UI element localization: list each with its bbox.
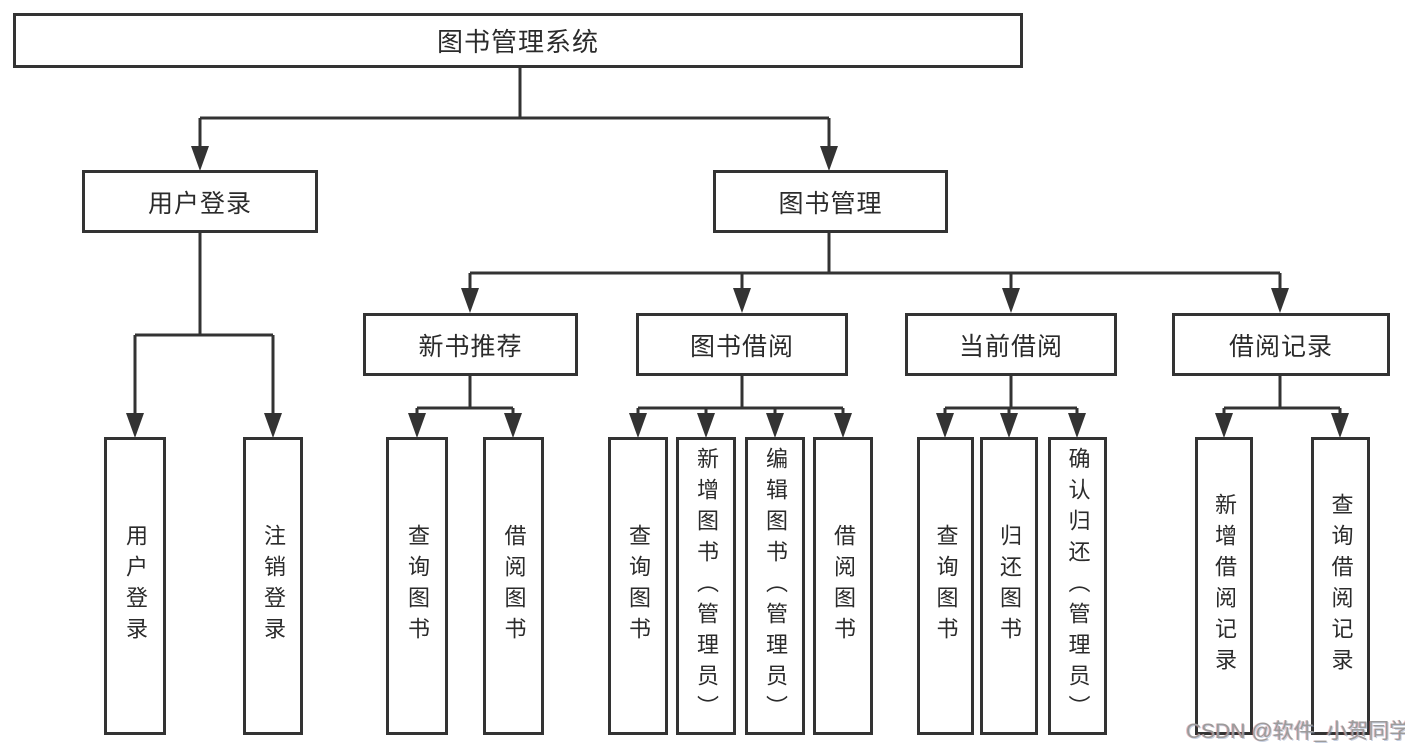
node-current-borrow-label: 当前借阅 <box>958 332 1063 361</box>
node-root-label: 图书管理系统 <box>436 27 599 57</box>
leaf-edit-books-admin-label: 编辑图书（管理员） <box>763 446 788 726</box>
node-new-book-recommend: 新书推荐 <box>363 313 578 376</box>
csdn-watermark: CSDN @软件_小贺同学 <box>1186 720 1405 743</box>
node-book-borrow: 图书借阅 <box>636 313 848 376</box>
leaf-logout-label: 注销登录 <box>261 524 286 648</box>
node-new-book-recommend-label: 新书推荐 <box>418 332 523 361</box>
leaf-user-login-label: 用户登录 <box>123 524 148 648</box>
leaf-edit-books-admin: 编辑图书（管理员） <box>745 437 805 735</box>
leaf-query-books-current: 查询图书 <box>917 437 974 735</box>
leaf-confirm-return-admin-label: 确认归还（管理员） <box>1065 446 1091 726</box>
leaf-query-books-borrow-label: 查询图书 <box>626 524 651 648</box>
leaf-query-books-current-label: 查询图书 <box>933 524 959 648</box>
leaf-logout: 注销登录 <box>243 437 303 735</box>
leaf-query-borrow-record: 查询借阅记录 <box>1311 437 1370 735</box>
leaf-query-books-borrow: 查询图书 <box>608 437 668 735</box>
leaf-return-books: 归还图书 <box>980 437 1038 735</box>
leaf-add-borrow-record: 新增借阅记录 <box>1195 437 1253 735</box>
node-borrow-records: 借阅记录 <box>1172 313 1390 376</box>
leaf-add-books-admin: 新增图书（管理员） <box>676 437 736 735</box>
node-book-management-label: 图书管理 <box>778 189 883 218</box>
leaf-borrow-books-recommend-label: 借阅图书 <box>501 524 527 648</box>
leaf-borrow-books-label: 借阅图书 <box>831 524 856 648</box>
leaf-add-borrow-record-label: 新增借阅记录 <box>1212 493 1237 679</box>
leaf-query-books-recommend: 查询图书 <box>386 437 448 735</box>
node-borrow-records-label: 借阅记录 <box>1228 332 1333 361</box>
leaf-confirm-return-admin: 确认归还（管理员） <box>1048 437 1107 735</box>
leaf-borrow-books-recommend: 借阅图书 <box>483 437 544 735</box>
node-book-borrow-label: 图书借阅 <box>689 332 794 361</box>
node-book-management: 图书管理 <box>713 170 948 233</box>
leaf-query-borrow-record-label: 查询借阅记录 <box>1328 493 1354 679</box>
leaf-user-login: 用户登录 <box>104 437 166 735</box>
node-user-login-label: 用户登录 <box>147 189 252 218</box>
leaf-add-books-admin-label: 新增图书（管理员） <box>694 446 719 726</box>
leaf-query-books-recommend-label: 查询图书 <box>405 524 430 648</box>
node-user-login: 用户登录 <box>82 170 318 233</box>
leaf-borrow-books: 借阅图书 <box>813 437 873 735</box>
leaf-return-books-label: 归还图书 <box>997 524 1022 648</box>
node-root-system: 图书管理系统 <box>13 13 1023 68</box>
node-current-borrow: 当前借阅 <box>905 313 1117 376</box>
